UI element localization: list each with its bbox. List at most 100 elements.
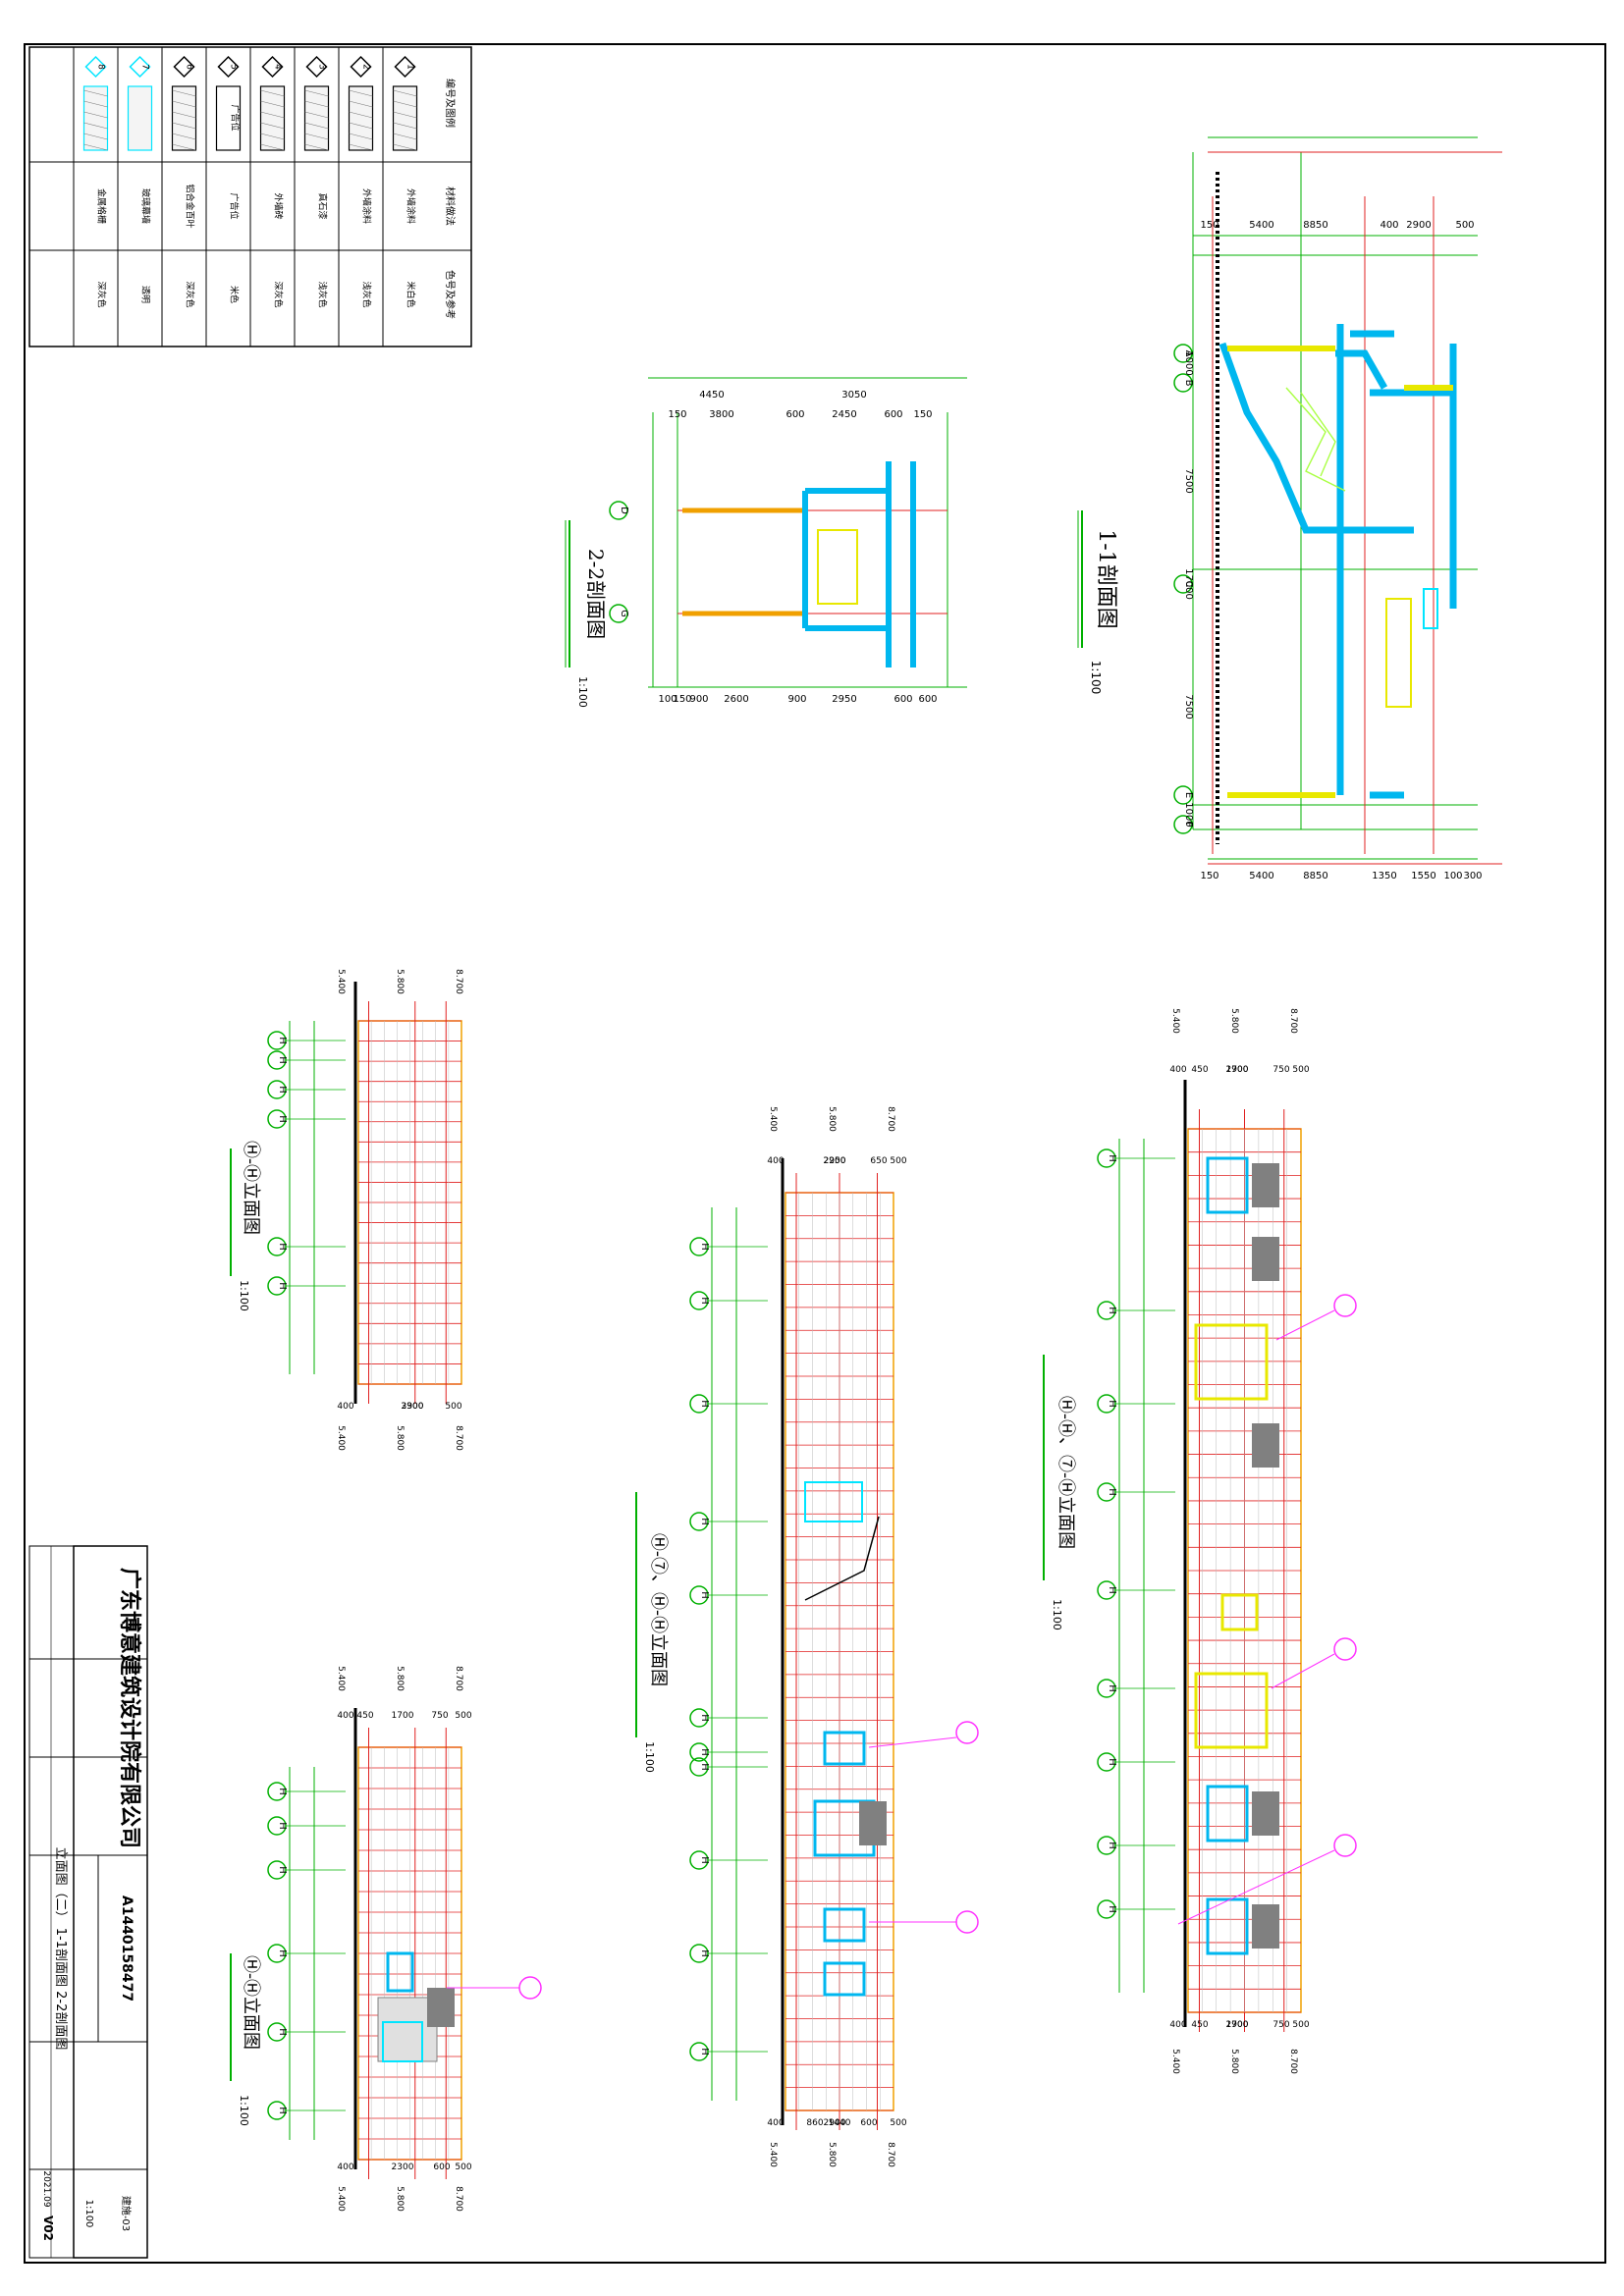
legend-color-7: 透明 <box>140 286 151 303</box>
elev-hh2-dim-bottom-0: 400 <box>337 2163 353 2172</box>
legend-material-3: 真石漆 <box>317 192 329 219</box>
elev-mid-axis-5: H <box>689 1708 710 1728</box>
elevation-right-scale: 1:100 <box>1051 1599 1063 1630</box>
elev-right-dim-top-3: 750 <box>1272 1065 1289 1075</box>
elevation-hh-title: Ⓗ-Ⓗ立面图 <box>241 1141 261 1235</box>
s11-dim-right-1: 5400 <box>1249 871 1273 881</box>
legend-material-8: 金属格栅 <box>96 188 108 224</box>
elev-hh-axis-3: H <box>267 1109 288 1129</box>
elev-hh2-dim-top-2: 1700 <box>392 1711 414 1721</box>
elev-hh-axis-5-label: H <box>277 1282 288 1290</box>
elev-mid-axis-10: H <box>689 2042 710 2061</box>
legend-marker-3 <box>305 55 328 79</box>
title-block: 广东博意建筑设计院有限公司 A1440158477 立面图（二） 1-1剖面图 … <box>28 1545 148 2259</box>
tag-2 <box>1333 1294 1357 1317</box>
elev-mid-axis-9-label: H <box>699 1949 710 1957</box>
elev-right-axis-8: H <box>1097 1899 1117 1919</box>
sheet-border <box>24 43 1606 2264</box>
elev-right-axis-1: H <box>1097 1301 1117 1320</box>
legend-color-4: 深灰色 <box>273 281 285 307</box>
elev-hh-axis-4-label: H <box>277 1243 288 1251</box>
legend-marker-6 <box>173 55 195 79</box>
s22-dim-bottom-7: 600 <box>918 694 937 705</box>
elev-hh-axis-1: H <box>267 1050 288 1070</box>
tag-7 <box>518 1976 542 2000</box>
legend-swatch-1 <box>392 85 418 151</box>
tag-1 <box>1333 1834 1357 1857</box>
s11-dim-row-1: 7500 <box>1183 468 1194 493</box>
elev-hh-axis-1-label: H <box>277 1056 288 1064</box>
elev-mid-dim-bottom-5: 2900 <box>824 2118 846 2128</box>
elev-hh-axis-5: H <box>267 1276 288 1296</box>
legend-material-6: 铝合金百叶 <box>185 184 196 228</box>
elev-right-level-bottom-0: 5.400 <box>1170 2049 1180 2074</box>
elev-right-axis-4-label: H <box>1107 1586 1117 1594</box>
elev-hh-level-bottom-2: 8.700 <box>454 1425 463 1451</box>
s11-dim-row-3: 7500 <box>1183 694 1194 719</box>
elev-hh2-axis-4: H <box>267 2022 288 2042</box>
elevation-right-title: Ⓗ-Ⓗ、⑦-Ⓗ立面图 <box>1056 1396 1076 1549</box>
elev-mid-axis-8-label: H <box>699 1856 710 1864</box>
elev-hh2-axis-2: H <box>267 1860 288 1880</box>
s11-axis-b: B <box>1173 373 1194 393</box>
s22-dim-top-6: 600 <box>884 409 902 420</box>
elev-hh-axis-0-label: H <box>277 1037 288 1044</box>
legend-marker-7 <box>129 55 151 79</box>
elev-hh2-axis-5-label: H <box>277 2107 288 2114</box>
legend-ad-label: 广告位 <box>230 104 242 131</box>
elev-mid-dim-bottom-0: 400 <box>767 2118 784 2128</box>
s11-dim-left-0: 150 <box>1200 220 1218 231</box>
elev-hh-axis-2-label: H <box>277 1086 288 1094</box>
elev-right-axis-5-label: H <box>1107 1684 1117 1692</box>
elev-right-level-top-2: 8.700 <box>1288 1008 1298 1034</box>
elev-right-level-top-1: 5.800 <box>1229 1008 1239 1034</box>
legend-swatch-4 <box>259 85 286 151</box>
s11-axis-e: E <box>1173 785 1194 805</box>
elev-hh-axis-2: H <box>267 1080 288 1099</box>
elev-right-dim-top-4: 500 <box>1292 1065 1309 1075</box>
legend-color-3: 浅灰色 <box>317 281 329 307</box>
elev-hh2-axis-0: H <box>267 1782 288 1801</box>
legend-swatch-2 <box>348 85 374 151</box>
elev-mid-axis-6-label: H <box>699 1748 710 1756</box>
legend-header-symbol: 编号及图例 <box>444 79 457 128</box>
elev-mid-axis-1-label: H <box>699 1297 710 1305</box>
legend-material-7: 玻璃幕墙 <box>140 188 152 224</box>
elev-hh2-level-bottom-1: 5.800 <box>395 2186 405 2212</box>
section-1-1-title: 1-1剖面图 <box>1094 529 1118 628</box>
section-1-1-scale: 1:100 <box>1089 661 1103 695</box>
legend-swatch-6 <box>171 85 197 151</box>
elev-mid-axis-4-label: H <box>699 1591 710 1599</box>
elev-hh2-level-top-0: 5.400 <box>336 1666 346 1691</box>
elev-right-level-bottom-2: 8.700 <box>1288 2049 1298 2074</box>
s11-dim-left-5: 500 <box>1455 220 1474 231</box>
tag-4 <box>955 1910 979 1934</box>
s22-dim-bottom-1: 100 <box>658 694 677 705</box>
drawing-title: 立面图（二） 1-1剖面图 2-2剖面图 <box>53 1847 68 2051</box>
elev-hh2-level-bottom-2: 8.700 <box>454 2186 463 2212</box>
legend-color-8: 深灰色 <box>96 281 108 307</box>
elev-right-dim-top-5: 2900 <box>1226 1065 1249 1075</box>
legend-marker-1 <box>394 55 416 79</box>
elev-right-dim-bottom-2: 1700 <box>1226 2020 1249 2030</box>
elev-hh-dim-bottom-3: 3300 <box>402 1402 424 1412</box>
elev-mid-axis-1: H <box>689 1291 710 1310</box>
s22-axis-g: G <box>609 604 629 623</box>
elev-right-axis-3: H <box>1097 1482 1117 1502</box>
s22-dim-top-0: 4450 <box>699 390 724 400</box>
legend-material-1: 外墙涂料 <box>406 188 417 224</box>
elev-mid-dim-top-4: 2900 <box>824 1156 846 1166</box>
elev-right-axis-0-label: H <box>1107 1154 1117 1162</box>
elev-right-axis-0: H <box>1097 1148 1117 1168</box>
elev-hh-level-top-2: 8.700 <box>454 969 463 994</box>
elev-hh2-axis-1: H <box>267 1816 288 1836</box>
legend-marker-2 <box>350 55 372 79</box>
elev-hh2-dim-bottom-1: 2300 <box>392 2163 414 2172</box>
elev-hh2-axis-2-label: H <box>277 1866 288 1874</box>
elev-hh-level-top-0: 5.400 <box>336 969 346 994</box>
s22-dim-bottom-3: 2600 <box>724 694 748 705</box>
elev-mid-dim-top-1: 2250 <box>824 1156 846 1166</box>
elev-hh2-dim-top-3: 750 <box>431 1711 448 1721</box>
